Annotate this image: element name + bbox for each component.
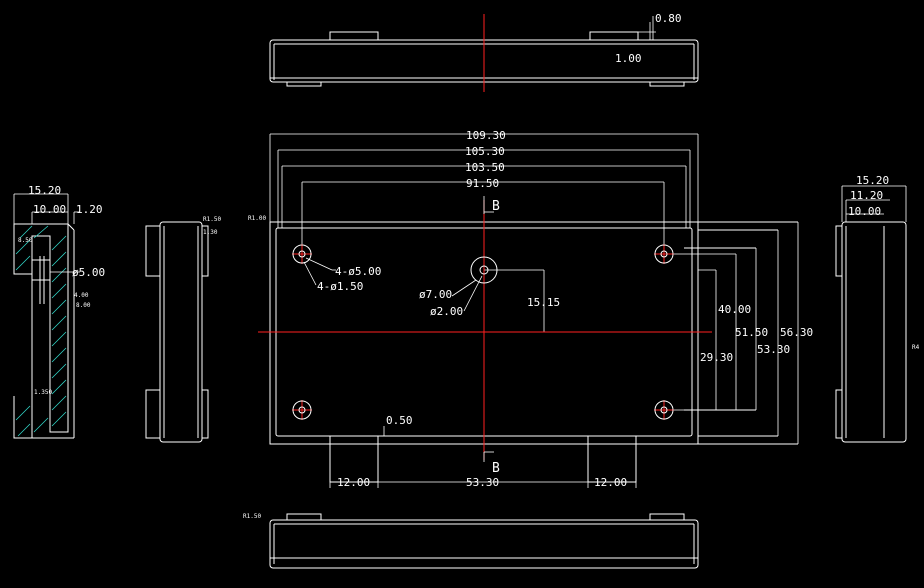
section-marker-top: B — [492, 199, 500, 214]
label-r150-a: R1.50 — [203, 216, 221, 223]
label-r100: R1.00 — [248, 215, 266, 222]
dim-right-15-2: 15.20 — [856, 174, 889, 187]
dim-29-3: 29.30 — [700, 351, 733, 364]
dim-12-right: 12.00 — [594, 476, 627, 489]
right-side-elevation — [835, 185, 907, 443]
label-s400: 4.00 — [74, 292, 89, 299]
dim-left-10: 10.00 — [33, 203, 66, 216]
label-s800: 8.00 — [76, 302, 91, 309]
dim-51-5: 51.50 — [735, 326, 768, 339]
dim-103-50: 103.50 — [465, 161, 505, 174]
dim-left-phi5: ø5.00 — [72, 266, 105, 279]
plan-centerlines — [258, 200, 712, 460]
left-side-elevation — [145, 221, 209, 443]
dim-91-50: 91.50 — [466, 177, 499, 190]
left-section-view — [13, 193, 80, 439]
label-boss-2: ø2.00 — [430, 305, 463, 318]
dim-105-30: 105.30 — [465, 145, 505, 158]
dim-53-3-bottom: 53.30 — [466, 476, 499, 489]
plan-dim-lines — [269, 133, 799, 488]
label-r4: R4 — [912, 344, 920, 351]
dim-right-10: 10.00 — [848, 205, 881, 218]
label-hole-4-5: 4-ø5.00 — [335, 265, 381, 278]
bottom-elevation-view — [269, 513, 699, 569]
mounting-holes — [292, 244, 674, 420]
label-s130: 1.30 — [203, 229, 218, 236]
dim-0-50: 0.50 — [386, 414, 413, 427]
label-hole-4-1-5: 4-ø1.50 — [317, 280, 363, 293]
label-s850: 8.50 — [18, 237, 33, 244]
dim-top-1-00: 1.00 — [615, 52, 642, 65]
section-marker-bottom: B — [492, 461, 500, 476]
dim-109-30: 109.30 — [466, 129, 506, 142]
dim-top-0-80: 0.80 — [655, 12, 682, 25]
label-r150-b: R1.50 — [243, 513, 261, 520]
dim-12-left: 12.00 — [337, 476, 370, 489]
label-s1350: 1.350 — [34, 389, 52, 396]
dim-left-15-2: 15.20 — [28, 184, 61, 197]
dim-40: 40.00 — [718, 303, 751, 316]
dim-left-1-2: 1.20 — [76, 203, 103, 216]
dim-15-15: 15.15 — [527, 296, 560, 309]
dim-56-3: 56.30 — [780, 326, 813, 339]
label-boss-7: ø7.00 — [419, 288, 452, 301]
hole-leaders — [303, 196, 494, 462]
dim-right-11-2: 11.20 — [850, 189, 883, 202]
top-elevation-view — [269, 14, 699, 92]
dim-53-3: 53.30 — [757, 343, 790, 356]
